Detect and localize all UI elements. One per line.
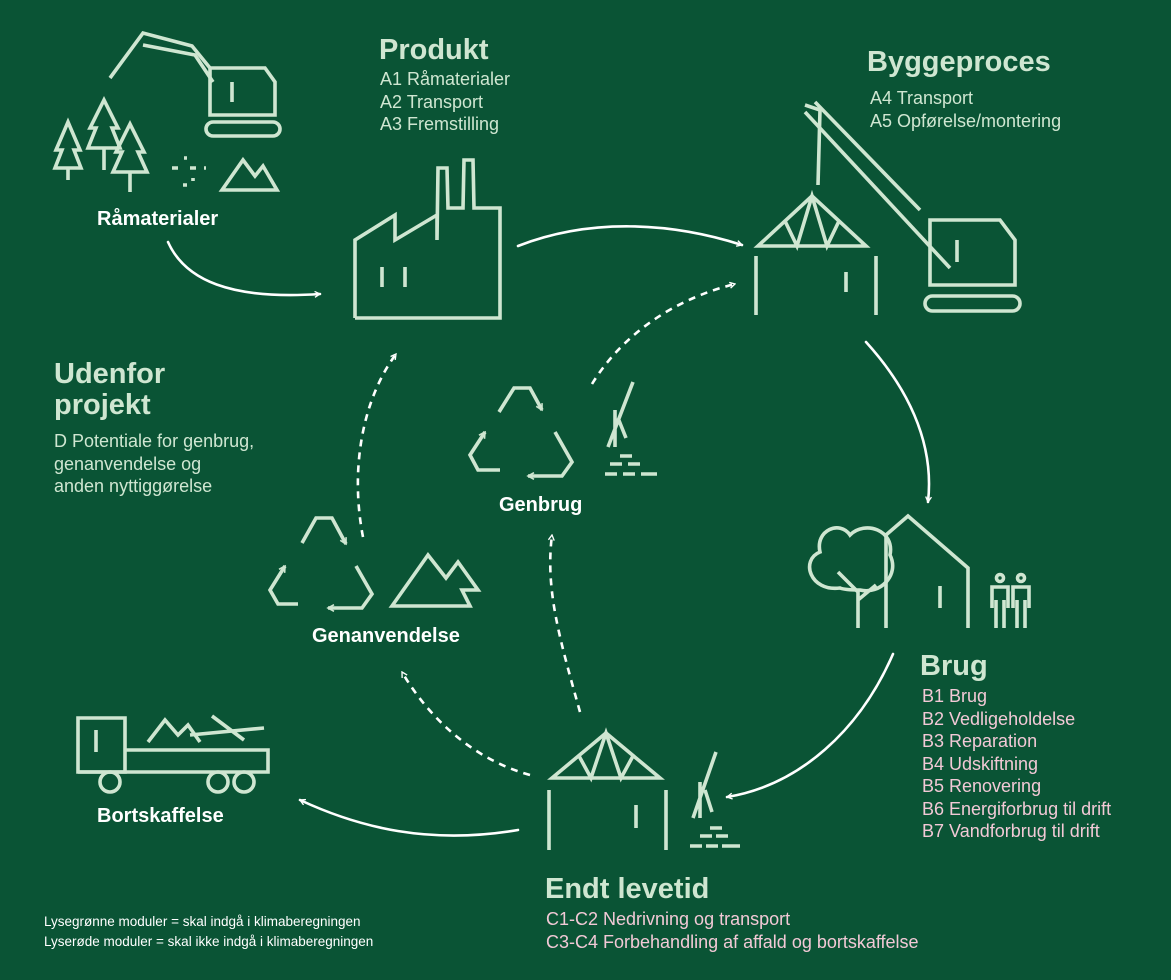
brug-item: B4 Udskiftning xyxy=(922,753,1039,774)
flow-arrows xyxy=(166,225,929,837)
genanvendelse-label: Genanvendelse xyxy=(312,625,460,647)
udenfor-item: anden nyttiggørelse xyxy=(54,476,213,496)
udenfor-item: genanvendelse og xyxy=(54,453,202,474)
house-icon xyxy=(884,513,970,628)
produkt-title: Produkt xyxy=(379,34,489,66)
byggeproces-title: Byggeproces xyxy=(867,46,1051,78)
arrow-icon xyxy=(727,652,895,797)
ramaterialer-label: Råmaterialer xyxy=(97,208,219,230)
produkt-item: A1 Råmaterialer xyxy=(380,69,511,89)
arrow-icon xyxy=(298,798,520,837)
arrow-icon xyxy=(550,535,582,713)
roof-truss-icon xyxy=(547,727,668,850)
byggeproces-item: A4 Transport xyxy=(870,88,974,108)
arrow-icon xyxy=(590,284,735,385)
recycle-icon xyxy=(267,516,375,608)
produkt-item: A2 Transport xyxy=(380,91,484,112)
excavator-icon xyxy=(108,30,282,138)
brug-item: B6 Energiforbrug til drift xyxy=(922,798,1112,819)
brug-item: B7 Vandforbrug til drift xyxy=(922,821,1100,841)
brug-title: Brug xyxy=(920,650,988,682)
arrow-icon xyxy=(400,672,531,777)
people-icon xyxy=(990,572,1031,628)
endt-title: Endt levetid xyxy=(545,873,710,905)
truck-icon xyxy=(76,714,270,794)
arrow-icon xyxy=(356,354,398,538)
mountain-icon xyxy=(218,156,281,192)
bricks-icon xyxy=(690,751,740,848)
brug-list: B1 Brug B2 Vedligeholdelse B3 Reparation… xyxy=(922,685,1111,843)
brug-item: B2 Vedligeholdelse xyxy=(922,708,1076,729)
udenfor-title-line1: Udenfor xyxy=(54,358,166,390)
byggeproces-list: A4 Transport A5 Opførelse/montering xyxy=(870,87,1061,132)
arrow-icon xyxy=(516,225,742,248)
legend-note: Lysegrønne moduler = skal indgå i klimab… xyxy=(44,912,373,952)
arrow-icon xyxy=(864,340,929,502)
endt-list: C1-C2 Nedrivning og transport C3-C4 Forb… xyxy=(546,908,919,953)
bricks-icon xyxy=(605,381,657,476)
produkt-list: A1 Råmaterialer A2 Transport A3 Fremstil… xyxy=(380,68,510,136)
brug-item: B1 Brug xyxy=(922,686,988,706)
arrow-icon xyxy=(166,240,320,295)
genbrug-label: Genbrug xyxy=(499,494,583,516)
roof-truss-icon xyxy=(753,189,878,315)
endt-item: C3-C4 Forbehandling af affald og bortska… xyxy=(546,931,919,952)
tree-icon xyxy=(807,526,895,628)
bortskaffelse-label: Bortskaffelse xyxy=(97,805,224,827)
dashed-arrows xyxy=(356,284,735,777)
recycle-icon xyxy=(467,386,575,476)
legend-line: Lysegrønne moduler = skal indgå i klimab… xyxy=(44,914,361,929)
udenfor-item: D Potentiale for genbrug, xyxy=(54,431,255,451)
brug-item: B5 Renovering xyxy=(922,776,1042,796)
legend-line: Lyserøde moduler = skal ikke indgå i kli… xyxy=(44,934,374,949)
byggeproces-item: A5 Opførelse/montering xyxy=(870,110,1062,131)
brug-item: B3 Reparation xyxy=(922,731,1038,751)
tree-icon xyxy=(52,95,150,192)
mountain-icon xyxy=(388,551,482,608)
udenfor-list: D Potentiale for genbrug, genanvendelse … xyxy=(54,430,254,498)
produkt-item: A3 Fremstilling xyxy=(380,114,500,134)
factory-icon xyxy=(353,158,502,320)
udenfor-title-line2: projekt xyxy=(54,389,151,421)
crane-icon xyxy=(803,100,1022,313)
endt-item: C1-C2 Nedrivning og transport xyxy=(546,909,791,929)
particles-icon xyxy=(172,156,206,187)
